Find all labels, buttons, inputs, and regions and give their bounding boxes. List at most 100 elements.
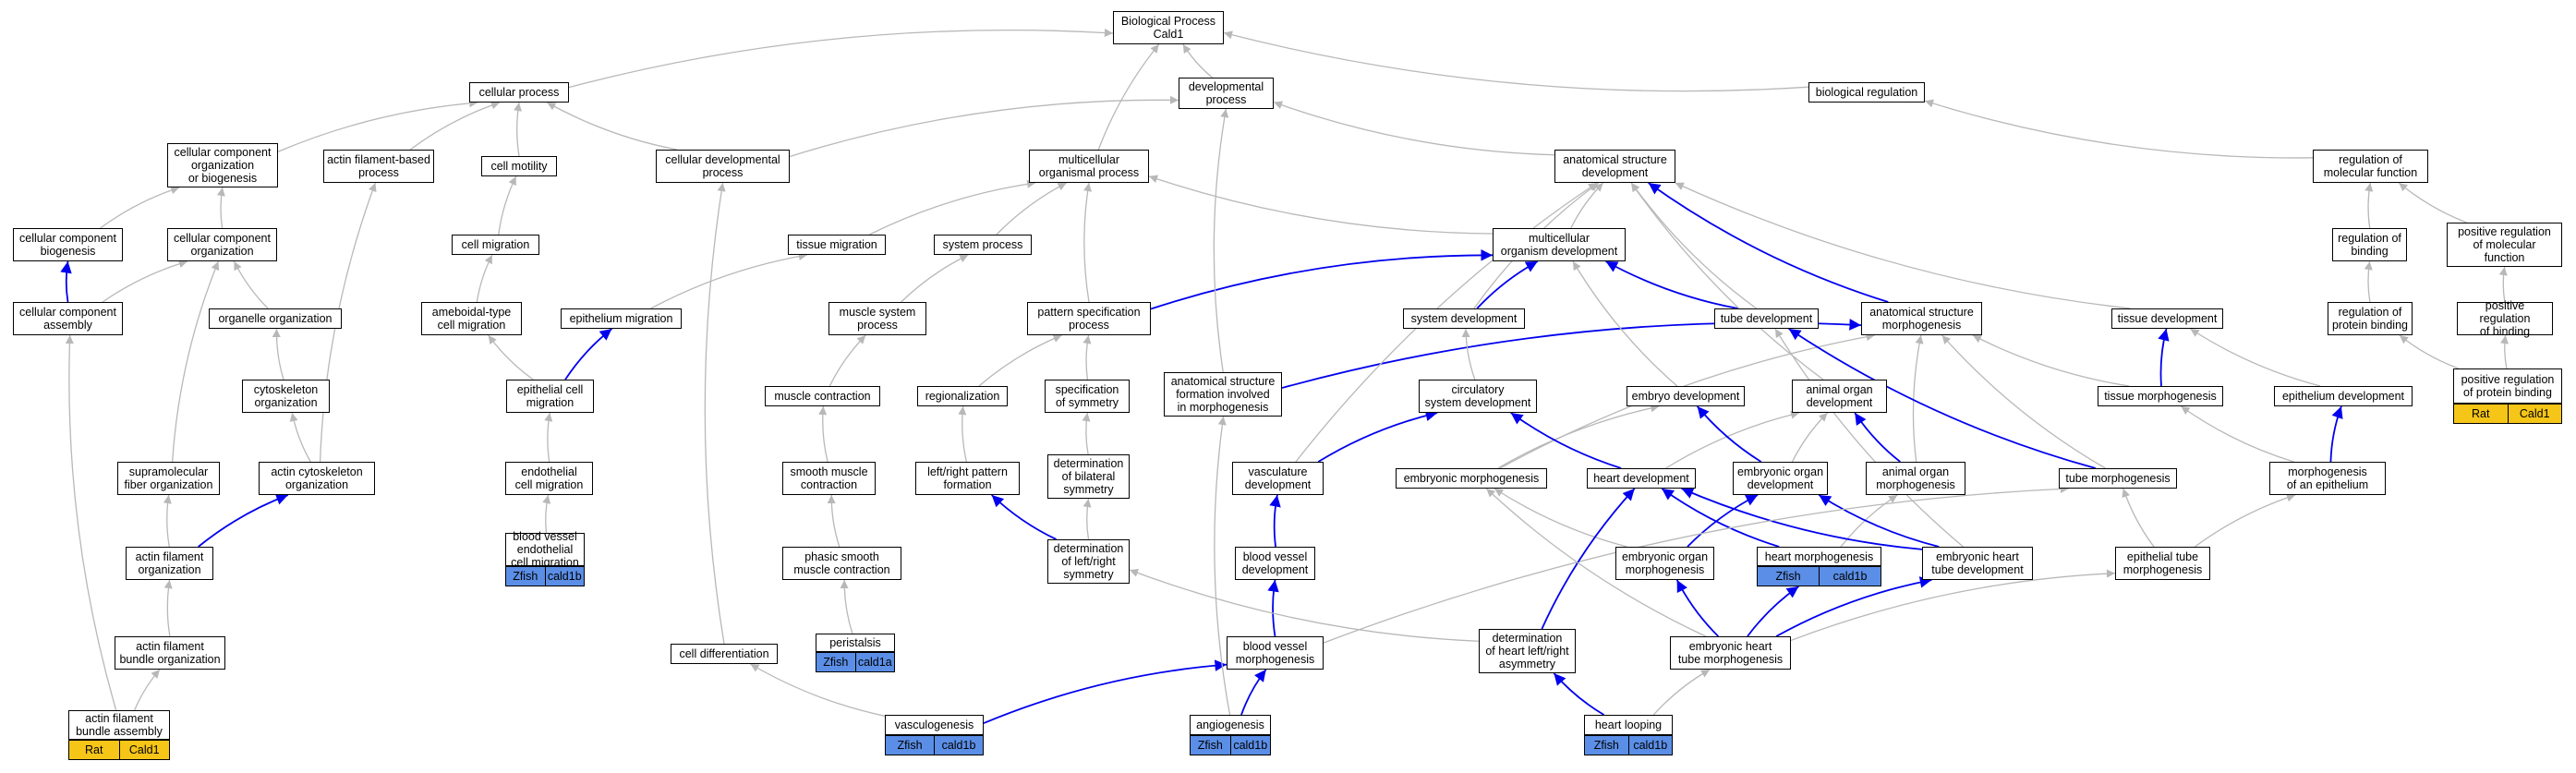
gene-tag: Cald1 (118, 741, 169, 759)
go-term-epithelial-tube-morph[interactable]: epithelial tube morphogenesis (2115, 547, 2210, 580)
go-term-animal-organ-dev[interactable]: animal organ development (1792, 380, 1887, 413)
edge-embryonic_heart_tube_morph-to-epithelial_tube_morph (1790, 569, 2116, 642)
edge-cell_migration-to-cell_motility (498, 175, 517, 236)
go-term-circulatory-system-dev[interactable]: circulatory system development (1419, 380, 1537, 413)
go-term-ameboidal-migration[interactable]: ameboidal-type cell migration (421, 302, 522, 335)
go-term-tissue-migration[interactable]: tissue migration (788, 235, 886, 255)
go-term-regionalization[interactable]: regionalization (917, 386, 1008, 406)
go-term-embryonic-heart-tube-morph[interactable]: embryonic heart tube morphogenesis (1670, 636, 1791, 670)
gene-tag: cald1b (934, 736, 983, 755)
edge-cell_motility-to-cellular_process (514, 102, 523, 157)
go-term-epithelium-migration[interactable]: epithelium migration (561, 308, 682, 329)
go-term-actin-filament-organization[interactable]: actin filament organization (126, 547, 213, 580)
edge-pattern_specification-to-multicellular_organismal (1083, 182, 1093, 303)
go-term-actin-cytoskeleton-org[interactable]: actin cytoskeleton organization (259, 462, 375, 495)
go-term-heart-morphogenesis[interactable]: heart morphogenesis (1757, 547, 1881, 566)
go-term-embryonic-morphogenesis[interactable]: embryonic morphogenesis (1396, 468, 1547, 489)
edge-embryonic_heart_tube_dev-to-embryonic_organ_dev (1818, 494, 1940, 548)
edge-smooth_muscle_contraction-to-muscle_contraction (818, 405, 828, 463)
go-term-asf-morphogenesis[interactable]: anatomical structure formation involved … (1164, 372, 1282, 417)
go-term-tube-development[interactable]: tube development (1714, 308, 1819, 329)
go-term-epithelial-cell-migration[interactable]: epithelial cell migration (506, 380, 594, 413)
go-term-regulation-binding[interactable]: regulation of binding (2332, 228, 2407, 261)
go-term-heart-development[interactable]: heart development (1587, 468, 1696, 489)
edge-heart_development-to-animal_organ_dev (1665, 410, 1800, 469)
edge-cellular_developmental-to-cellular_process (547, 102, 678, 151)
go-term-muscle-contraction[interactable]: muscle contraction (765, 386, 880, 406)
go-term-cc-organization[interactable]: cellular component organization (167, 228, 277, 261)
species-tag: Rat (2454, 405, 2508, 423)
go-term-biological-regulation[interactable]: biological regulation (1808, 82, 1925, 103)
go-term-cytoskeleton-organization[interactable]: cytoskeleton organization (242, 380, 330, 413)
go-term-pattern-specification[interactable]: pattern specification process (1027, 302, 1151, 335)
edge-embryonic_heart_tube_morph-to-embryonic_morphogenesis (1485, 488, 1707, 637)
edge-epithelial_tube_morph-to-tube_morphogenesis (2122, 488, 2155, 548)
go-term-supramolecular-fiber[interactable]: supramolecular fiber organization (117, 462, 220, 495)
go-term-cc-org-biogenesis[interactable]: cellular component organization or bioge… (167, 143, 278, 187)
go-term-pos-reg-binding[interactable]: positive regulation of binding (2457, 299, 2553, 338)
go-term-cc-biogenesis[interactable]: cellular component biogenesis (13, 228, 123, 261)
go-term-tissue-morphogenesis[interactable]: tissue morphogenesis (2098, 386, 2223, 406)
go-term-system-development[interactable]: system development (1403, 308, 1525, 329)
go-term-embryonic-heart-tube-dev[interactable]: embryonic heart tube development (1922, 547, 2033, 580)
edge-cc_assembly-to-cc_organization (102, 260, 188, 303)
go-term-morphogenesis-epithelium[interactable]: morphogenesis of an epithelium (2269, 462, 2386, 495)
go-term-determination-left-right[interactable]: determination of left/right symmetry (1047, 539, 1130, 584)
go-term-regulation-molecular-function[interactable]: regulation of molecular function (2313, 150, 2428, 183)
go-term-bp[interactable]: Biological Process Cald1 (1113, 11, 1224, 44)
go-term-cell-migration[interactable]: cell migration (452, 235, 539, 255)
go-term-cc-assembly[interactable]: cellular component assembly (13, 302, 123, 335)
go-term-epithelium-development[interactable]: epithelium development (2274, 386, 2413, 406)
go-term-animal-organ-morph[interactable]: animal organ morphogenesis (1866, 462, 1965, 495)
edge-actin_cytoskeleton_org-to-cytoskeleton_organization (289, 412, 311, 463)
go-term-determination-bilateral[interactable]: determination of bilateral symmetry (1047, 454, 1130, 499)
go-term-actin-filament-bundle-org[interactable]: actin filament bundle organization (115, 636, 225, 670)
edge-vasculogenesis-to-blood_vessel_morph (983, 659, 1228, 724)
go-term-developmental-process[interactable]: developmental process (1179, 78, 1274, 109)
go-term-tissue-development[interactable]: tissue development (2111, 308, 2223, 329)
go-term-cell-differentiation[interactable]: cell differentiation (671, 644, 778, 664)
go-term-peristalsis[interactable]: peristalsis (816, 634, 895, 652)
go-term-embryo-development[interactable]: embryo development (1627, 386, 1745, 406)
go-term-determination-heart-lr[interactable]: determination of heart left/right asymme… (1479, 629, 1576, 673)
go-term-left-right-pattern[interactable]: left/right pattern formation (915, 462, 1020, 495)
go-term-muscle-system-process[interactable]: muscle system process (828, 302, 926, 335)
go-term-multicellular-organism-dev[interactable]: multicellular organism development (1493, 228, 1626, 261)
go-term-tube-morphogenesis[interactable]: tube morphogenesis (2059, 468, 2177, 489)
go-term-blood-vessel-morph[interactable]: blood vessel morphogenesis (1227, 636, 1324, 670)
go-term-system-process[interactable]: system process (934, 235, 1032, 255)
go-term-organelle-organization[interactable]: organelle organization (209, 308, 342, 329)
go-term-anatomical-structure-morph[interactable]: anatomical structure morphogenesis (1861, 302, 1982, 335)
go-term-smooth-muscle-contraction[interactable]: smooth muscle contraction (782, 462, 876, 495)
go-term-actin-filament-bundle-assembly[interactable]: actin filament bundle assembly (68, 710, 170, 740)
go-term-regulation-protein-binding[interactable]: regulation of protein binding (2328, 302, 2413, 335)
go-term-pos-reg-protein-binding[interactable]: positive regulation of protein binding (2453, 368, 2562, 404)
go-term-actin-filament-based[interactable]: actin filament-based process (323, 150, 434, 183)
go-term-cellular-process[interactable]: cellular process (469, 82, 569, 103)
go-term-specification-symmetry[interactable]: specification of symmetry (1045, 380, 1130, 413)
go-term-cell-motility[interactable]: cell motility (481, 156, 557, 176)
edge-phasic_smooth-to-smooth_muscle_contraction (827, 494, 841, 548)
go-term-bv-endothelial-migration[interactable]: blood vessel endothelial cell migration (505, 530, 585, 569)
go-term-embryonic-organ-morph[interactable]: embryonic organ morphogenesis (1615, 547, 1714, 580)
go-term-embryonic-organ-dev[interactable]: embryonic organ development (1733, 462, 1828, 495)
edge-blood_vessel_morph-to-blood_vessel_development (1267, 579, 1279, 637)
go-term-vasculogenesis[interactable]: vasculogenesis (885, 715, 984, 735)
go-term-pos-reg-molecular-function[interactable]: positive regulation of molecular functio… (2447, 223, 2562, 267)
go-term-heart-looping[interactable]: heart looping (1584, 715, 1673, 735)
go-term-anatomical-structure-dev[interactable]: anatomical structure development (1554, 150, 1675, 183)
go-term-cellular-developmental[interactable]: cellular developmental process (656, 150, 790, 183)
go-term-blood-vessel-development[interactable]: blood vessel development (1235, 547, 1315, 580)
edge-blood_vessel_development-to-vasculature_development (1269, 494, 1281, 548)
edge-pos_reg_protein_binding-to-regulation_protein_binding (2399, 334, 2460, 369)
go-term-phasic-smooth[interactable]: phasic smooth muscle contraction (782, 547, 901, 580)
go-term-endothelial-cell-migration[interactable]: endothelial cell migration (505, 462, 593, 495)
go-term-angiogenesis[interactable]: angiogenesis (1190, 715, 1271, 735)
go-term-multicellular-organismal[interactable]: multicellular organismal process (1029, 150, 1149, 183)
edge-vasculogenesis-to-cell_differentiation (750, 663, 886, 717)
go-term-vasculature-development[interactable]: vasculature development (1232, 462, 1324, 495)
